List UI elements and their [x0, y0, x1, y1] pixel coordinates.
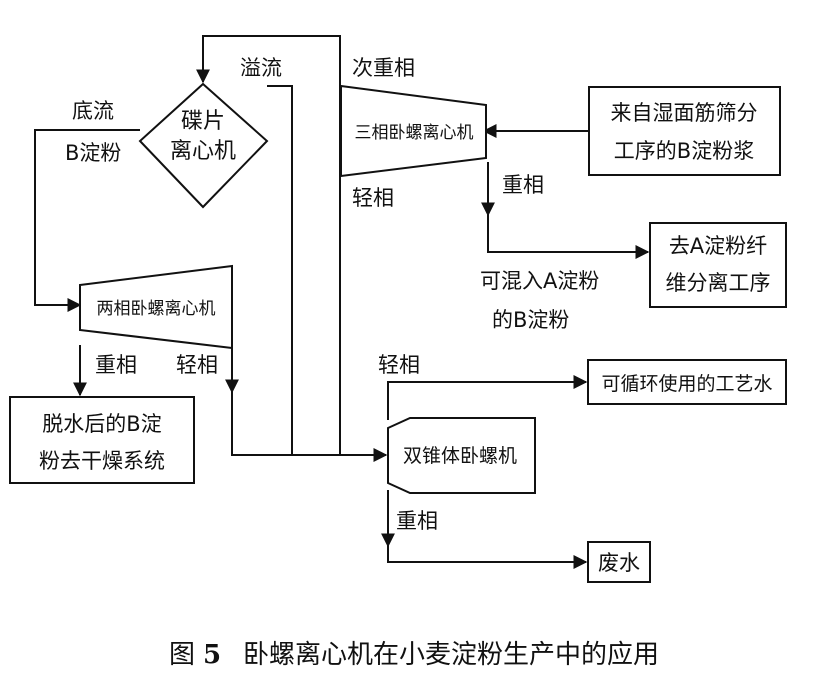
to-a-starch-label-2: 维分离工序: [666, 271, 771, 295]
process-water-label: 可循环使用的工艺水: [601, 373, 772, 395]
overflow-line: [267, 85, 293, 455]
mixable-label-1: 可混入A淀粉: [480, 269, 599, 293]
two-phase-heavy-label: 重相: [95, 353, 137, 377]
double-cone-heavy-label: 重相: [396, 509, 438, 533]
mixable-label-2: 的B淀粉: [492, 308, 569, 332]
overflow-label: 溢流: [240, 56, 282, 80]
waste-water-box: [587, 541, 651, 583]
double-cone-decanter-shape: [387, 417, 536, 494]
double-cone-decanter-label: 双锥体卧螺机: [403, 445, 517, 467]
waste-water-label: 废水: [598, 551, 640, 575]
dried-b-label-1: 脱水后的B淀: [42, 412, 161, 436]
disc-centrifuge-label-2: 离心机: [170, 139, 236, 164]
disc-centrifuge-shape: [138, 82, 269, 209]
dried-b-label-2: 粉去干燥系统: [39, 449, 165, 473]
heavy-phase-line: [487, 162, 650, 259]
underflow-line: [34, 129, 140, 312]
two-phase-decanter-label: 两相卧螺离心机: [97, 299, 216, 319]
source-label-1: 来自湿面筋筛分: [611, 101, 758, 125]
caption-prefix: 图: [169, 640, 195, 670]
b-starch-label: B淀粉: [65, 141, 121, 165]
double-cone-light-label: 轻相: [378, 353, 420, 377]
two-phase-light-line: [231, 345, 388, 462]
to-a-starch-label-1: 去A淀粉纤: [669, 234, 767, 258]
to-a-starch-box: [649, 222, 787, 308]
disc-centrifuge-label-1: 碟片: [181, 109, 225, 134]
caption-text: 卧螺离心机在小麦淀粉生产中的应用: [243, 640, 659, 670]
double-cone-heavy-line: [387, 490, 588, 569]
caption-number: 5: [203, 640, 221, 670]
two-phase-light-label: 轻相: [176, 353, 218, 377]
connector-lines: [34, 35, 650, 569]
source-label-2: 工序的B淀粉浆: [614, 139, 754, 163]
underflow-label: 底流: [72, 99, 114, 123]
secondary-heavy-label: 次重相: [352, 56, 415, 80]
three-phase-decanter-label: 三相卧螺离心机: [355, 123, 474, 143]
dried-b-box: [9, 396, 195, 484]
double-cone-light-line: [387, 375, 588, 420]
three-phase-decanter-shape: [340, 84, 487, 178]
process-water-box: [587, 359, 787, 405]
three-phase-light-label: 轻相: [352, 186, 394, 210]
source-box: [588, 86, 781, 176]
three-phase-heavy-label: 重相: [502, 173, 544, 197]
two-phase-decanter-shape: [79, 264, 233, 350]
